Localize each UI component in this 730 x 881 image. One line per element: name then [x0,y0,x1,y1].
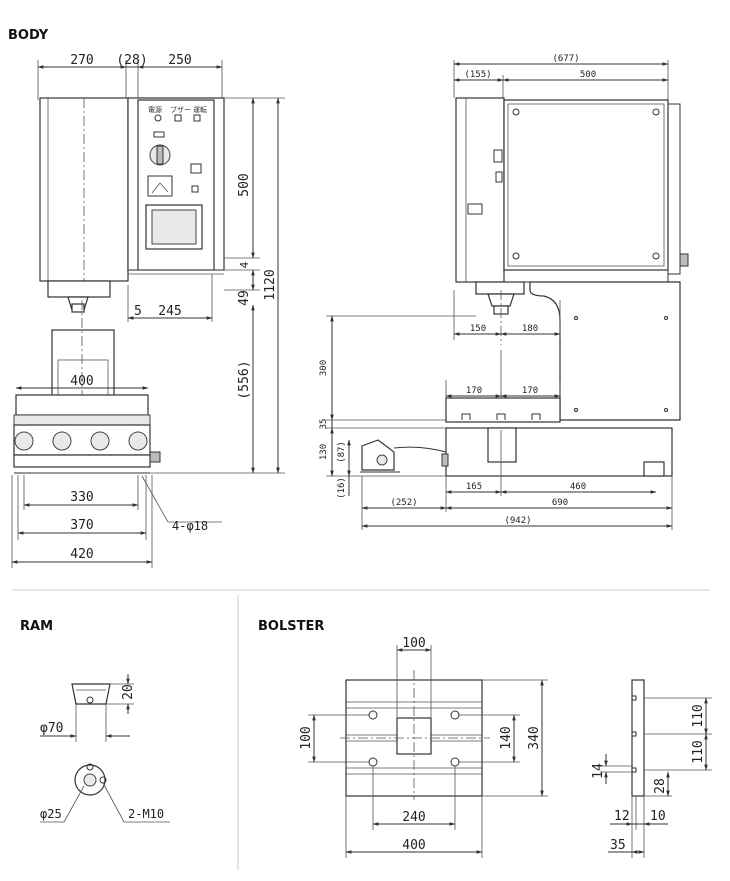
side-bolster [445,397,561,423]
dim-side-252: (252) [390,498,417,508]
dim-side-677: (677) [552,54,579,64]
dim-bolster-400: 400 [402,838,425,853]
dim-side-170b: 170 [522,386,538,396]
dim-bolster-100-top: 100 [402,636,425,651]
dim-bolster-35: 35 [610,838,626,853]
side-column-head [455,97,505,283]
dim-side-460: 460 [570,482,586,492]
dim-side-35: 35 [319,419,329,430]
dim-bolster-14: 14 [591,763,606,779]
dim-bolster-340: 340 [527,726,542,749]
panel-label-power: 電源 [148,105,162,114]
dim-front-28: (28) [116,53,147,68]
dim-side-500: 500 [580,70,596,80]
dim-front-49: 49 [237,290,252,306]
power-lamp-icon [154,114,162,122]
front-view: 270 (28) 250 電源 ブザー 運転 [11,53,285,568]
dim-side-180: 180 [522,324,538,334]
foot-pedal [361,439,395,471]
dim-front-1120: 1120 [263,269,278,300]
dim-bolster-28: 28 [653,778,668,794]
dim-front-245: 245 [158,304,181,319]
dim-front-270: 270 [70,53,93,68]
dim-front-5: 5 [134,304,142,319]
dim-bolster-100-left: 100 [299,726,314,749]
dim-front-holes: 4-φ18 [172,519,208,533]
pressure-gauge-icon [147,175,173,197]
dim-front-400: 400 [70,374,93,389]
ram-section-title: RAM [20,619,54,634]
bolster-section [631,679,645,797]
dim-bolster-12: 12 [614,809,630,824]
bolster-drawing: 100 100 140 340 240 400 110 110 [299,636,712,858]
dim-front-370: 370 [70,518,93,533]
dim-bolster-110a: 110 [691,704,706,727]
dim-side-87: (87) [337,441,347,463]
ram-drawing: 20 φ70 φ25 2-M10 [40,674,170,823]
dim-ram-25: φ25 [40,807,62,821]
dim-side-150: 150 [470,324,486,334]
side-base [445,427,673,477]
dim-side-16: (16) [337,477,347,499]
panel-label-buzzer: ブザー [170,105,191,114]
dim-bolster-240: 240 [402,810,425,825]
dim-front-556: (556) [237,360,252,399]
dim-side-165: 165 [466,482,482,492]
body-section-title: BODY [8,28,49,43]
ram-side-profile [71,683,111,705]
side-view: (677) (155) 500 150 [319,54,689,530]
dim-side-170a: 170 [466,386,482,396]
dim-bolster-10: 10 [650,809,666,824]
dim-side-942: (942) [504,516,531,526]
dim-front-4: 4 [238,261,251,268]
dim-side-155: (155) [464,70,491,80]
dim-bolster-110b: 110 [691,740,706,763]
dim-side-300: 300 [319,360,329,376]
dim-ram-70: φ70 [40,721,63,736]
side-control-box [503,99,669,271]
buzzer-switch-icon [174,114,182,122]
front-bolster [15,394,149,416]
dim-front-420: 420 [70,547,93,562]
dim-ram-m10: 2-M10 [128,807,164,821]
dim-side-690: 690 [552,498,568,508]
dim-front-250: 250 [168,53,191,68]
dim-side-130: 130 [319,444,329,460]
dim-front-330: 330 [70,490,93,505]
dim-bolster-140: 140 [499,726,514,749]
bolster-section-title: BOLSTER [258,619,325,634]
run-switch-icon [193,114,201,122]
panel-label-run: 運転 [193,105,207,114]
dim-front-500: 500 [237,173,252,196]
dim-ram-20: 20 [121,684,136,700]
